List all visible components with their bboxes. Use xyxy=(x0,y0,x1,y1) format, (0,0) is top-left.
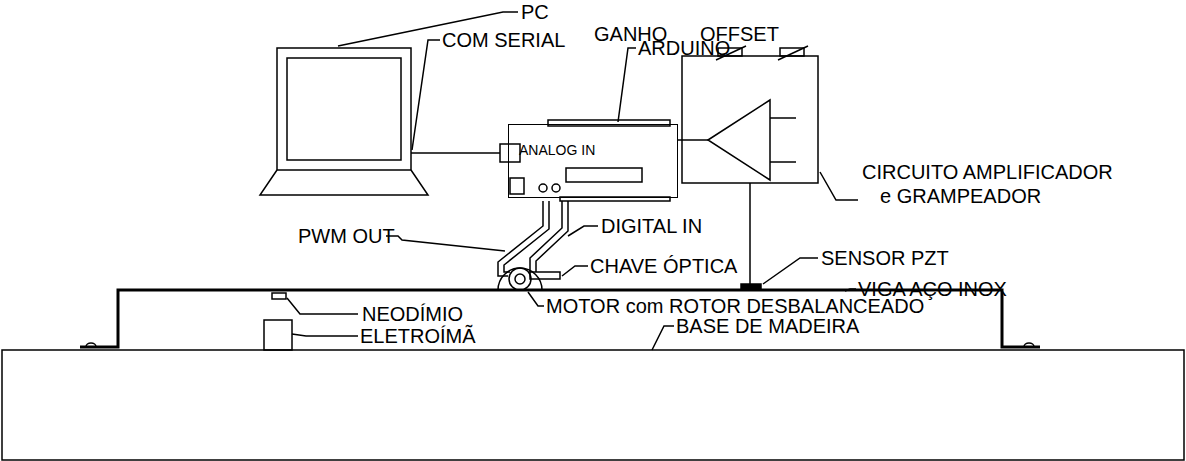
component xyxy=(552,184,560,192)
part-label: PC xyxy=(521,0,549,24)
part-label: PWM OUT xyxy=(298,224,395,248)
part-label: OFFSET xyxy=(700,22,779,46)
wooden-base xyxy=(2,350,1184,460)
leader-line xyxy=(562,266,588,276)
part-label: CIRCUITO AMPLIFICADOR e GRAMPEADOR xyxy=(862,160,1120,208)
rotor-shaft xyxy=(515,274,525,284)
usb-connector xyxy=(500,144,520,162)
serial-cable xyxy=(411,152,500,154)
leader-line xyxy=(412,40,440,150)
amplifier-box xyxy=(682,56,818,183)
leader-line xyxy=(568,226,598,236)
arduino-board: ANALOG IN xyxy=(508,124,678,198)
leader-line xyxy=(652,326,674,350)
leader-line xyxy=(292,334,358,336)
chip xyxy=(566,168,642,182)
part-label: BASE DE MADEIRA xyxy=(676,314,859,338)
laptop-screen xyxy=(277,48,411,170)
board-label: ANALOG IN xyxy=(519,142,595,158)
amp-output xyxy=(770,161,796,163)
screw xyxy=(86,343,1034,347)
part-label: GANHO xyxy=(594,22,667,46)
pwm-wire xyxy=(504,201,549,272)
neodymium-magnet xyxy=(272,293,286,299)
amplifier-symbol xyxy=(708,100,770,180)
leader-line xyxy=(287,298,358,314)
part-label: DIGITAL IN xyxy=(601,214,702,238)
leader-line xyxy=(618,48,636,122)
digital-wire xyxy=(536,201,568,272)
unbalanced-rotor xyxy=(509,268,531,290)
leader-line xyxy=(528,292,544,306)
leader-line xyxy=(820,172,858,200)
part-label: CHAVE ÓPTICA xyxy=(590,254,737,278)
amp-output xyxy=(770,117,796,119)
steel-beam xyxy=(80,290,1040,347)
leader-line xyxy=(845,289,856,291)
trimpot-arrow xyxy=(778,46,808,60)
electromagnet xyxy=(264,320,292,350)
laptop-display xyxy=(287,58,401,160)
optical-switch xyxy=(530,272,560,279)
power-jack xyxy=(510,178,524,194)
leader-line xyxy=(386,236,505,251)
leader-line xyxy=(763,258,818,284)
signal-wire xyxy=(678,139,708,141)
part-label: NEODÍMIO xyxy=(362,302,463,326)
digital-wire xyxy=(530,201,562,272)
component xyxy=(539,184,547,192)
part-label: COM SERIAL xyxy=(442,28,565,52)
sensor-wire xyxy=(749,183,751,284)
pin-header xyxy=(548,120,670,126)
laptop-base xyxy=(260,170,428,195)
part-label: MOTOR com ROTOR DESBALANCEADO xyxy=(546,294,924,318)
part-label: SENSOR PZT xyxy=(821,246,949,270)
part-label: ELETROÍMÃ xyxy=(360,324,476,348)
